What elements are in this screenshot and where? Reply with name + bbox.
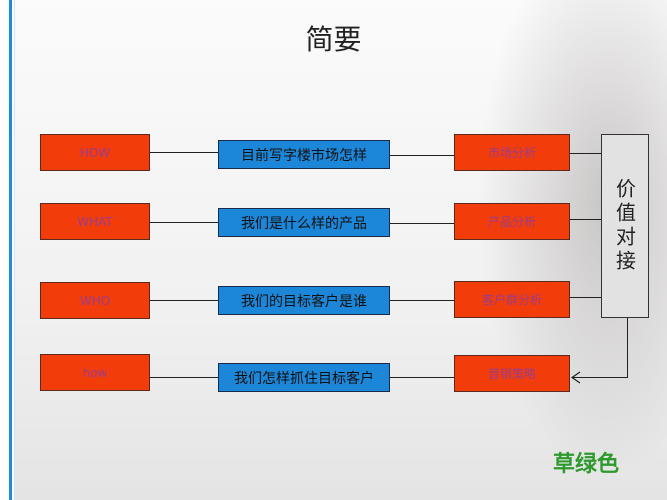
who-box: WHO — [40, 282, 150, 319]
slide-edge-bar — [0, 0, 15, 500]
watermark: 草绿色 — [552, 452, 619, 477]
analysis-box: 产品分析 — [454, 203, 570, 240]
how-lower-box: how — [40, 354, 150, 391]
what-box: WHAT — [40, 203, 150, 240]
analysis-box: 客户群分析 — [454, 281, 570, 318]
question-box: 我们的目标客户是谁 — [218, 286, 390, 315]
value-match-box: 价值对接 — [601, 134, 649, 318]
analysis-box: 营销策略 — [454, 355, 570, 392]
question-box: 我们怎样抓住目标客户 — [218, 363, 390, 392]
question-box: 目前写字楼市场怎样 — [218, 140, 390, 169]
analysis-box: 市场分析 — [454, 134, 570, 171]
arrow-head-icon — [570, 371, 581, 384]
question-box: 我们是什么样的产品 — [218, 208, 390, 237]
how-box: HOW — [40, 134, 150, 171]
slide-title: 简要 — [305, 23, 362, 56]
